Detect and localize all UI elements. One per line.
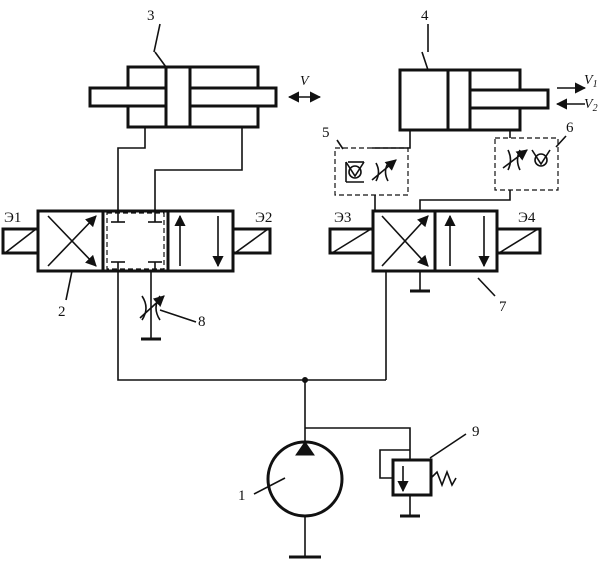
- label-valve-2: 2: [58, 304, 66, 320]
- cylinder-4: 4 V1 V2: [398, 8, 598, 132]
- label-cylinder-4: 4: [421, 8, 429, 24]
- label-solenoid-e3: Э3: [334, 210, 351, 226]
- label-throttle-check-5: 5: [322, 125, 330, 141]
- hydraulic-lines: [117, 127, 511, 479]
- directional-valve-2: Э1 Э2 2: [1, 209, 272, 320]
- label-relief-valve-9: 9: [472, 424, 480, 440]
- pump-1: 1: [238, 440, 344, 559]
- label-throttle-8: 8: [198, 314, 206, 330]
- relief-valve-9: 9: [391, 424, 480, 518]
- label-pump-1: 1: [238, 488, 246, 504]
- throttle-check-valve-5: 5: [322, 125, 409, 196]
- label-valve-7: 7: [499, 299, 507, 315]
- label-throttle-check-6: 6: [566, 120, 574, 136]
- throttle-valve-8: 8: [139, 271, 206, 341]
- label-cylinder-3: 3: [147, 8, 155, 24]
- label-solenoid-e1: Э1: [4, 210, 21, 226]
- label-solenoid-e2: Э2: [255, 210, 272, 226]
- label-velocity-v1: V1: [584, 73, 598, 90]
- throttle-check-valve-6: 6: [494, 120, 574, 191]
- label-velocity-v2: V2: [584, 97, 598, 114]
- label-solenoid-e4: Э4: [518, 210, 536, 226]
- cylinder-3: 3 V: [88, 8, 322, 129]
- label-velocity-v: V: [300, 74, 310, 89]
- directional-valve-7: Э3 Э4 7: [328, 209, 542, 315]
